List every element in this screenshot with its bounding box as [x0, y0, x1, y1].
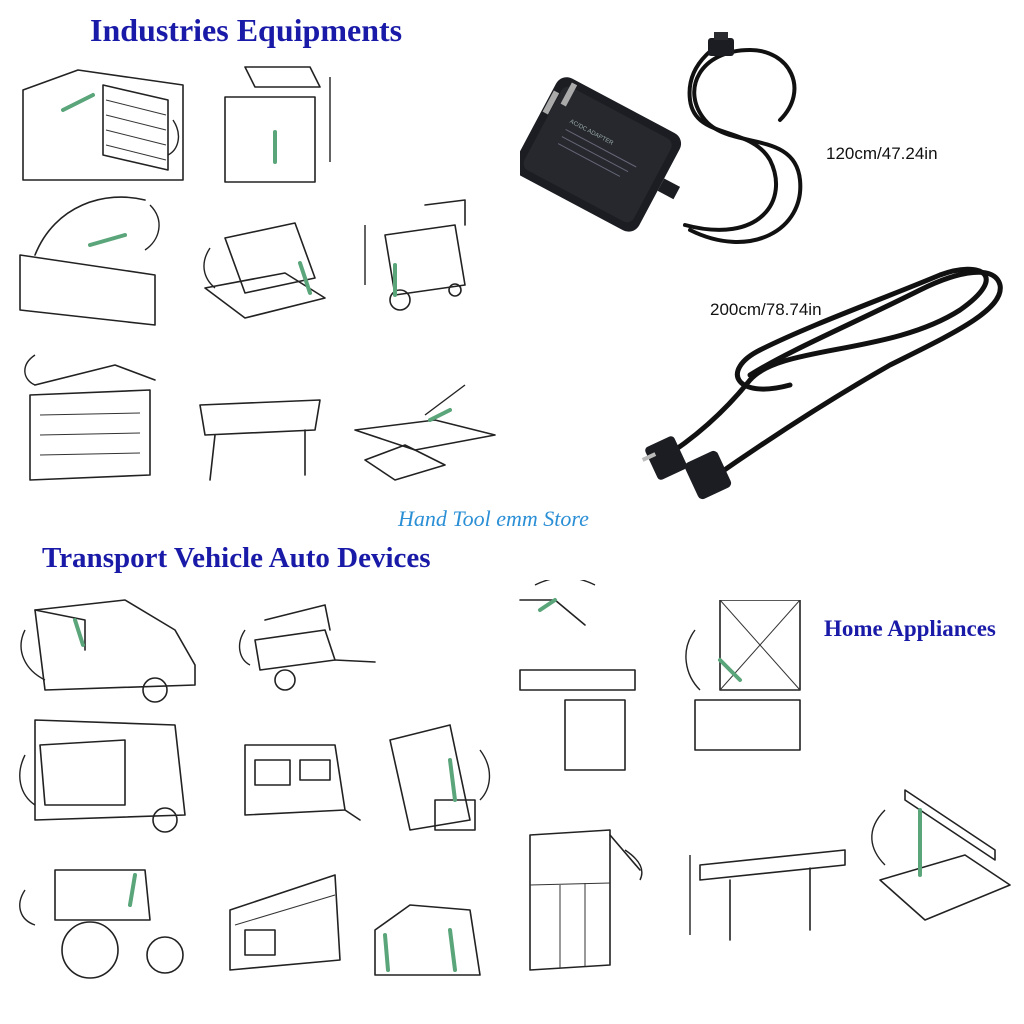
illustration-container-bin	[24, 354, 156, 481]
illustration-storage-bed	[203, 222, 326, 319]
transport-heading: Transport Vehicle Auto Devices	[42, 542, 431, 574]
extension-cable-length-label: 200cm/78.74in	[710, 300, 822, 319]
illustration-caravan	[244, 744, 361, 821]
illustration-desk-lamp	[519, 580, 636, 771]
illustration-barbecue-grill	[199, 399, 321, 481]
power-adapter-image: AC/DC ADAPTER	[520, 32, 803, 244]
illustration-workbench-lift	[224, 66, 331, 183]
illustration-lift-table	[689, 849, 846, 941]
illustration-cabinet	[529, 829, 643, 971]
illustration-storage-box	[685, 600, 801, 751]
illustration-car-hatch	[374, 904, 481, 976]
illustration-skylight-hatch	[871, 789, 1011, 921]
illustration-display-case	[19, 196, 160, 326]
store-watermark: Hand Tool emm Store	[398, 506, 589, 531]
illustration-trailer	[238, 604, 376, 691]
industries-heading: Industries Equipments	[90, 12, 403, 48]
illustration-tractor	[19, 869, 184, 979]
illustration-garage-door	[22, 69, 184, 181]
illustration-food-truck	[20, 599, 196, 703]
home-appliances-heading: Home Appliances	[824, 616, 996, 641]
dc-cable-length-label: 120cm/47.24in	[826, 144, 938, 163]
illustration-cleaning-cart	[364, 199, 466, 311]
illustration-bus-rear	[19, 719, 186, 833]
illustration-coach-bus	[229, 874, 341, 971]
illustration-van-door	[389, 724, 491, 831]
extension-cable-image	[641, 266, 1003, 500]
illustration-conveyor	[354, 384, 496, 481]
